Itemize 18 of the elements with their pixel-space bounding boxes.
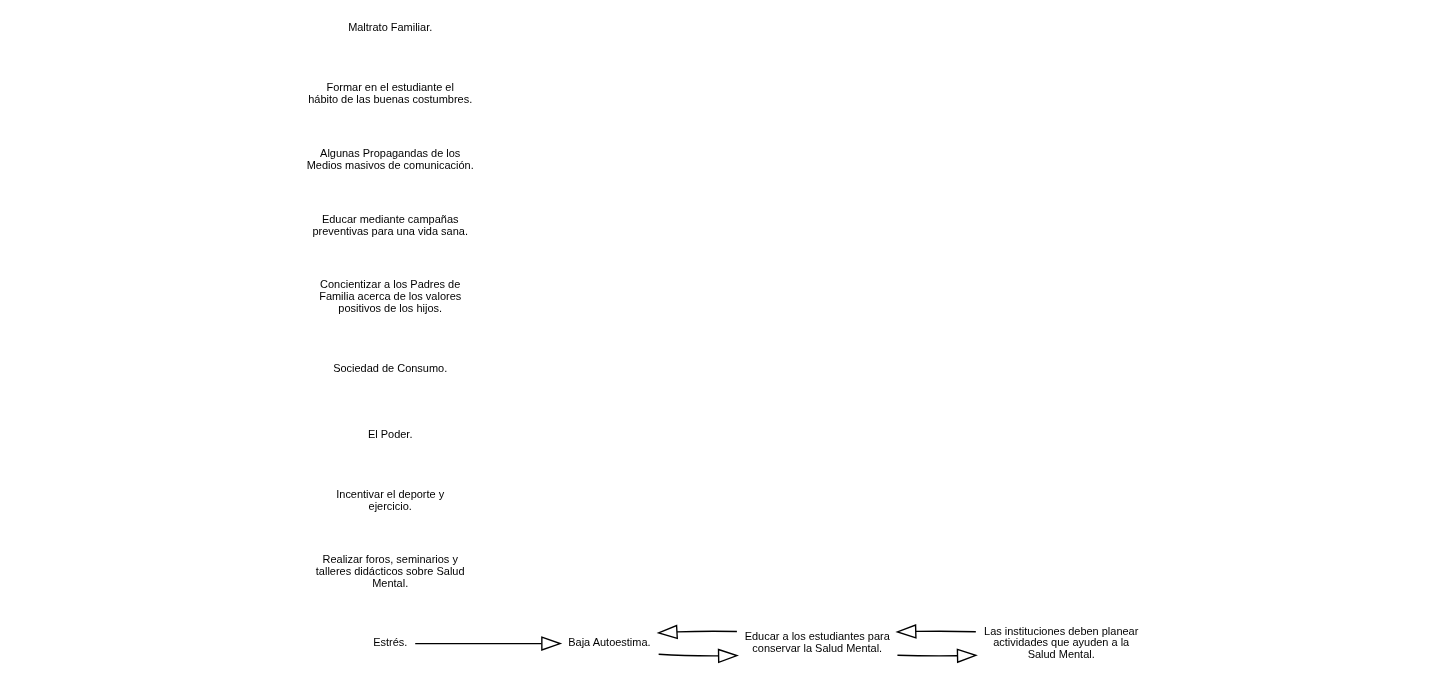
label: Concientizar a los Padres de Familia acerca de los valores positivos de los hijos.	[318, 278, 461, 315]
label: Algunas Propagandas de los Medios masivos de comunicación.	[306, 147, 474, 172]
node-text: Estrés.	[372, 636, 407, 649]
label: Sociedad de Consumo.	[332, 361, 447, 374]
label: Educar mediante campañas preventivas para una vida sana.	[311, 213, 468, 237]
arrow	[656, 624, 738, 640]
arrow	[896, 648, 978, 664]
arrow	[894, 624, 976, 639]
label: Realizar foros, seminarios y talleres didácticos sobre Salud Mental.	[315, 553, 465, 589]
label: Formar en el estudiante el hábito de las buenas costumbres.	[307, 81, 472, 106]
node-text: Educar a los estudiantes para conservar la Salud Mental.	[744, 630, 890, 655]
label: Maltrato Familiar.	[347, 21, 432, 34]
label: El Poder.	[367, 427, 412, 440]
arrow	[414, 636, 562, 651]
label: Incentivar el deporte y ejercicio.	[335, 487, 444, 512]
node-text: Las instituciones deben planear actividades que ayuden a la Salud Mental.	[983, 624, 1138, 661]
node-text: Baja Autoestima.	[567, 636, 651, 649]
arrow	[657, 648, 739, 664]
